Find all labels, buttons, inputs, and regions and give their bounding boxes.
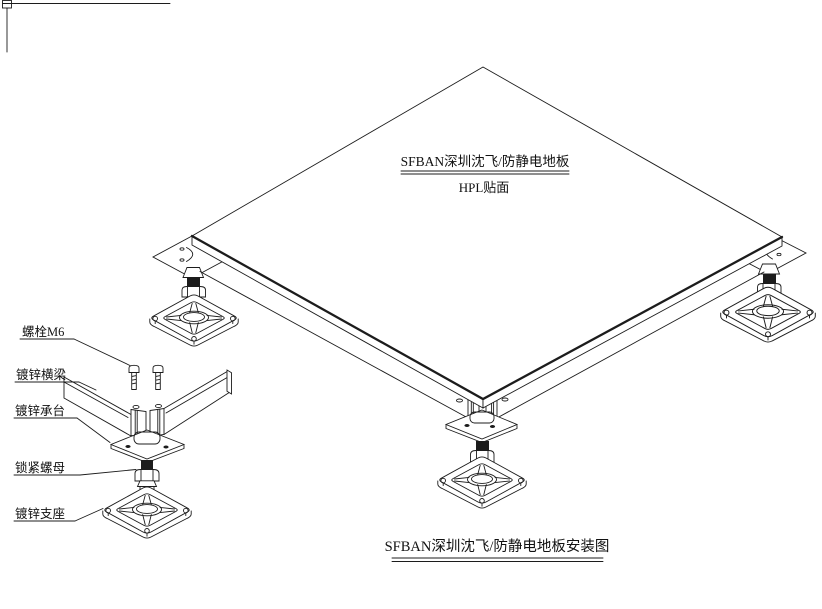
threaded-rod-left — [187, 277, 200, 287]
threaded-rod-front — [476, 441, 489, 451]
panel-front-edges — [190, 234, 784, 401]
beam-right-bottom-edge — [496, 271, 765, 419]
panel-label-line2: HPL贴面 — [459, 180, 510, 195]
floor-panel: SFBAN深圳沈飞/防静电地板 HPL贴面 — [190, 66, 784, 409]
platform-plate-detail — [109, 429, 186, 463]
bolt-m6-1 — [128, 364, 140, 390]
label-base: 镀锌支座 — [13, 506, 104, 522]
leader-line — [74, 508, 104, 522]
base-right — [720, 286, 816, 343]
hex-nut-left — [181, 286, 206, 298]
base-left — [149, 294, 239, 347]
sheet-corner-mark — [2, 0, 171, 53]
detail-assembly — [63, 364, 232, 539]
caption-text: SFBAN深圳沈飞/防静电地板安装图 — [385, 537, 610, 555]
base-detail — [102, 486, 192, 539]
label-text: 镀锌支座 — [15, 506, 65, 521]
tube-collar-detail — [136, 480, 158, 487]
pedestal-front-exploded — [437, 409, 527, 509]
label-beam: 镀锌横梁 — [14, 367, 97, 391]
threaded-rod-detail — [141, 460, 153, 470]
part-labels: 螺栓M6 镀锌横梁 镀锌承台 锁紧螺母 镀锌支座 — [13, 324, 137, 522]
label-lock-nut: 锁紧螺母 — [13, 460, 137, 476]
label-text: 镀锌横梁 — [16, 367, 67, 382]
lock-nut-detail — [134, 469, 160, 482]
leader-line — [73, 338, 131, 366]
base-front — [437, 456, 527, 509]
leader-line — [76, 417, 111, 443]
panel-label-underline — [400, 170, 570, 175]
panel-top-face — [191, 66, 783, 400]
label-bolt-m6: 螺栓M6 — [19, 324, 131, 366]
platform-plate-front — [444, 409, 519, 443]
plate-tab-arc-left — [186, 247, 194, 262]
detail-beam-right — [149, 369, 232, 438]
threaded-rod-right — [763, 274, 776, 283]
panel-label-line1: SFBAN深圳沈飞/防静电地板 — [401, 154, 570, 169]
label-text: 螺栓M6 — [22, 324, 64, 339]
pedestal-cap-left — [182, 267, 205, 278]
bolt-m6-2 — [152, 364, 164, 390]
label-platform: 镀锌承台 — [13, 403, 111, 443]
drawing-caption: SFBAN深圳沈飞/防静电地板安装图 — [385, 537, 610, 562]
detail-beam-left — [63, 376, 147, 439]
label-text: 锁紧螺母 — [15, 460, 65, 475]
caption-underline — [391, 557, 604, 562]
leader-line — [79, 469, 137, 476]
beam-left-bottom-edge — [199, 271, 469, 419]
pedestal-cap-right — [757, 263, 781, 275]
label-text: 镀锌承台 — [15, 403, 65, 418]
leader-line — [78, 381, 97, 391]
